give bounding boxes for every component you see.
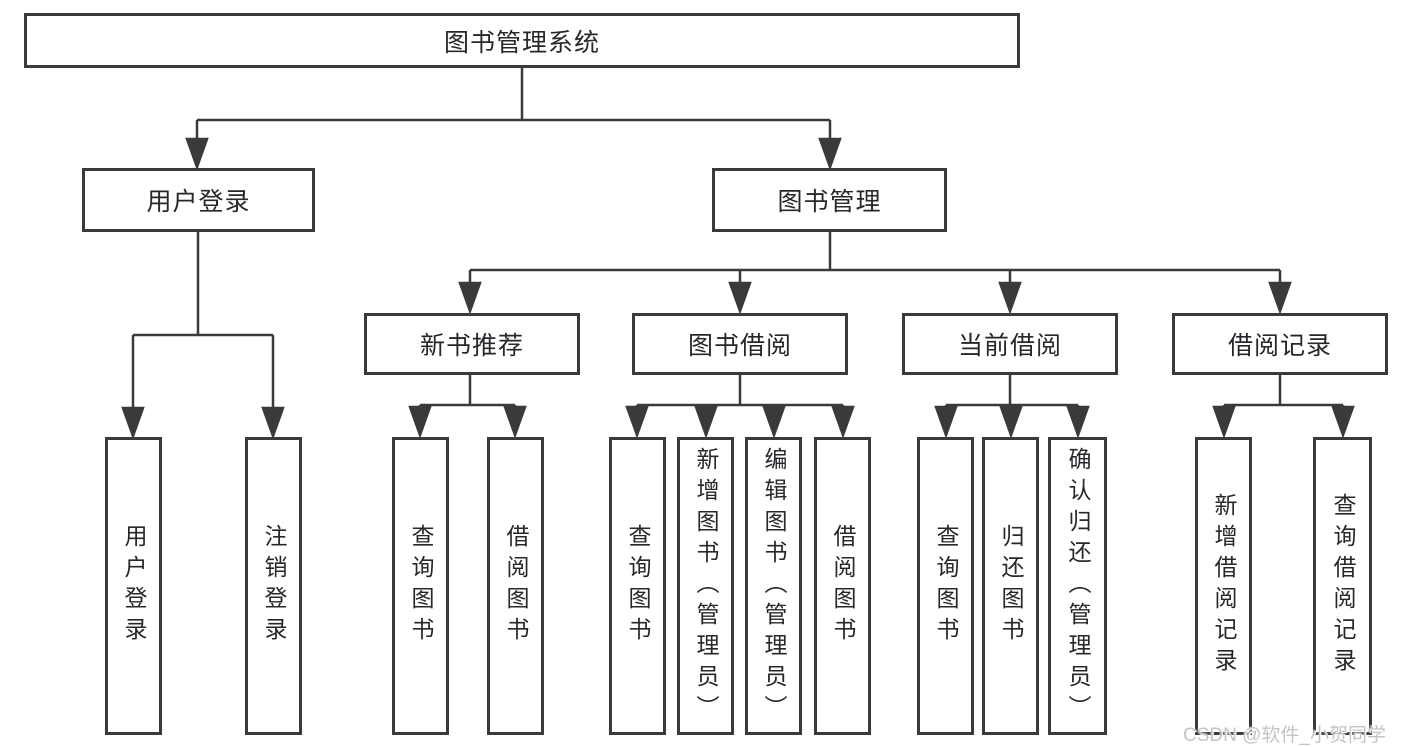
connector-book-mgmt-children [458,232,1292,315]
node-borrowing-records: 借阅记录 [1172,313,1388,375]
node-label: 新增借阅记录 [1211,493,1237,679]
node-label: 新书推荐 [419,332,524,360]
leaf-logout: 注销登录 [245,437,302,735]
arrowhead [998,281,1022,315]
node-label: 图书管理系统 [443,28,600,57]
arrowhead [185,137,209,171]
leaf-borrow-books-new: 借阅图书 [487,437,544,735]
arrowhead [999,405,1023,439]
leaf-return-books: 归还图书 [982,437,1039,735]
node-label: 注销登录 [261,524,287,648]
arrowhead [1331,405,1355,439]
leaf-add-borrow-record: 新增借阅记录 [1195,437,1252,735]
arrowhead [818,137,842,171]
arrowhead [458,281,482,315]
leaf-query-books-new: 查询图书 [392,437,449,735]
node-label: 查询图书 [408,524,434,648]
connector-current-children [934,375,1090,439]
arrowhead [408,405,432,439]
leaf-borrow-books: 借阅图书 [814,437,871,735]
node-label: 确认归还（管理员） [1065,446,1091,726]
arrowhead [694,405,718,439]
leaf-confirm-return-admin: 确认归还（管理员） [1048,437,1107,735]
arrowhead [1268,281,1292,315]
node-current-borrowing: 当前借阅 [902,313,1118,375]
node-label: 新增图书（管理员） [693,446,719,726]
node-library-management-system: 图书管理系统 [24,13,1020,68]
leaf-query-borrow-record: 查询借阅记录 [1313,437,1372,735]
arrowhead [121,406,145,440]
node-user-login: 用户登录 [82,168,315,232]
node-label: 归还图书 [998,524,1024,648]
node-label: 借阅记录 [1227,332,1332,360]
node-label: 借阅图书 [830,524,856,648]
arrowhead [831,405,855,439]
arrowhead [1212,405,1236,439]
leaf-query-books-current: 查询图书 [917,437,974,735]
node-label: 用户登录 [146,188,251,216]
arrowhead [503,405,527,439]
leaf-add-books-admin: 新增图书（管理员） [677,437,734,735]
arrowhead [728,281,752,315]
node-label: 查询借阅记录 [1330,493,1356,679]
connector-root-to-level2 [185,68,842,171]
leaf-user-login: 用户登录 [105,437,162,735]
node-label: 借阅图书 [503,524,529,648]
arrowhead [762,405,786,439]
connector-new-books-children [408,375,527,439]
node-label: 图书借阅 [687,332,792,360]
connector-user-login-children [121,232,285,440]
leaf-query-books-borrowing: 查询图书 [609,437,666,735]
node-label: 编辑图书（管理员） [761,446,787,726]
connector-records-children [1212,375,1355,439]
node-label: 图书管理 [777,188,882,216]
node-label: 当前借阅 [957,332,1062,360]
connector-borrowing-children [625,375,855,439]
node-new-book-recommend: 新书推荐 [364,313,580,375]
leaf-edit-books-admin: 编辑图书（管理员） [745,437,802,735]
arrowhead [261,406,285,440]
arrowhead [1066,405,1090,439]
node-label: 查询图书 [933,524,959,648]
node-label: 查询图书 [625,524,651,648]
csdn-watermark: CSDN @软件_小贺同学 [1183,725,1386,746]
node-label: 用户登录 [121,524,147,648]
node-book-management: 图书管理 [712,168,947,232]
arrowhead [934,405,958,439]
node-book-borrowing: 图书借阅 [632,313,848,375]
arrowhead [625,405,649,439]
